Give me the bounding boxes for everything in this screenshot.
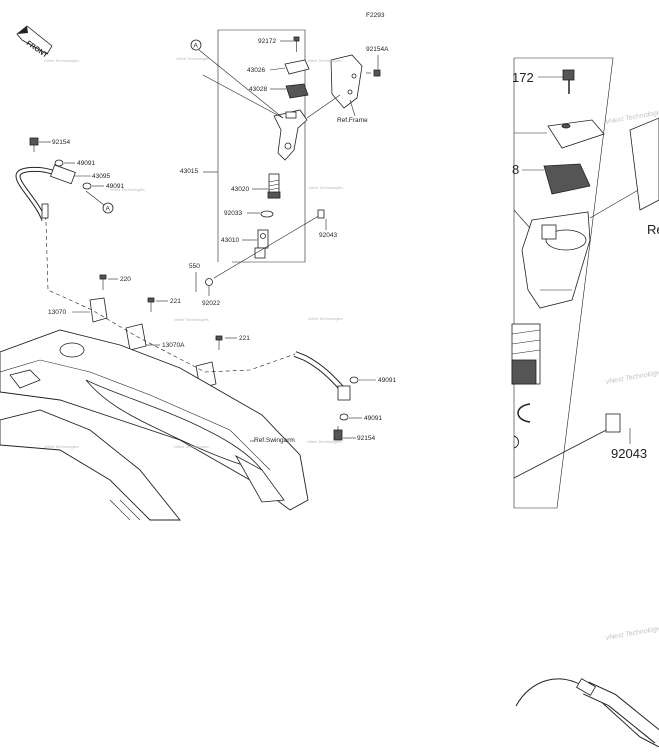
ref-frame-label: Ref.Frame bbox=[337, 117, 368, 124]
bolt-92154A bbox=[366, 69, 381, 77]
watermark-5: vNext Technologies bbox=[308, 185, 343, 190]
callout-221-b: 221 bbox=[239, 335, 250, 342]
watermark-1: vNext Technologies bbox=[44, 58, 79, 63]
swingarm bbox=[0, 329, 309, 521]
callout-43026: 43026 bbox=[247, 67, 265, 74]
figure-code: F2293 bbox=[366, 12, 385, 19]
zoom-brake-hose bbox=[515, 678, 659, 748]
hose-guide-13070 bbox=[89, 297, 108, 323]
callout-13070A-a: 13070A bbox=[162, 342, 185, 349]
pin-92043 bbox=[213, 209, 325, 279]
callout-43010: 43010 bbox=[221, 237, 239, 244]
callout-43095: 43095 bbox=[92, 173, 110, 180]
watermark-10: vNext Technologies bbox=[307, 439, 342, 444]
reservoir-cap-43026 bbox=[284, 59, 310, 75]
rear-brake-hose bbox=[293, 351, 351, 401]
washer-49091-b bbox=[82, 182, 92, 190]
ref-circle-a-bottom bbox=[102, 202, 114, 214]
callout-92022: 92022 bbox=[202, 300, 220, 307]
washer-49091-d bbox=[339, 413, 349, 421]
callout-49091-d: 49091 bbox=[364, 415, 382, 422]
bolt-221-b bbox=[215, 335, 223, 350]
zoom-master-cylinder bbox=[521, 211, 591, 309]
callout-220: 220 bbox=[120, 276, 131, 283]
callout-92154-top: 92154 bbox=[52, 139, 70, 146]
callout-43020: 43020 bbox=[231, 186, 249, 193]
master-cylinder-body bbox=[273, 109, 308, 161]
zoom-watermark-2: vNext Technologies bbox=[605, 368, 659, 386]
circlip-92033 bbox=[260, 210, 274, 218]
ref-circle-a-top bbox=[190, 39, 202, 51]
zoom-diaphragm bbox=[543, 163, 591, 195]
callout-13070: 13070 bbox=[48, 309, 66, 316]
zoom-frame-bracket-partial bbox=[629, 117, 659, 211]
zoom-callout-172: 172 bbox=[512, 70, 534, 85]
watermark-8: vNext Technologies bbox=[44, 444, 79, 449]
zoom-callout-8: 8 bbox=[512, 162, 519, 177]
bolt-92154-bottom bbox=[333, 426, 343, 441]
zoom-reservoir-cap bbox=[547, 119, 605, 149]
circle-a-label-top: A bbox=[194, 43, 199, 50]
hose-route-line bbox=[45, 221, 296, 373]
bolt-220 bbox=[99, 274, 107, 290]
callout-92043: 92043 bbox=[319, 232, 337, 239]
zoom-bracket bbox=[514, 57, 614, 509]
spring-43020 bbox=[267, 173, 281, 199]
callout-550: 550 bbox=[189, 263, 200, 270]
watermark-4: vNext Technologies bbox=[110, 187, 145, 192]
watermark-3: vNext Technologies bbox=[307, 58, 342, 63]
zoom-circlip bbox=[517, 403, 531, 423]
watermark-6: vNext Technologies bbox=[174, 317, 209, 322]
screw-92172 bbox=[293, 36, 300, 52]
washer-49091-a bbox=[54, 159, 64, 167]
callout-49091-c: 49091 bbox=[378, 377, 396, 384]
callout-92154A: 92154A bbox=[366, 46, 389, 53]
pushrod-43010 bbox=[254, 229, 269, 259]
washer-92022 bbox=[205, 278, 213, 286]
washer-49091-c bbox=[349, 376, 359, 384]
brake-hose-43095 bbox=[15, 164, 76, 222]
watermark-2: vNext Technologies bbox=[176, 56, 211, 61]
diaphragm-43028 bbox=[285, 83, 309, 99]
bolt-221-a bbox=[147, 297, 155, 312]
callout-43028: 43028 bbox=[249, 86, 267, 93]
frame-bracket bbox=[330, 54, 363, 109]
zoom-spring bbox=[511, 323, 541, 385]
zoom-ref-label: Re bbox=[647, 222, 659, 237]
callout-43015: 43015 bbox=[180, 168, 198, 175]
circle-a-label-bottom: A bbox=[106, 206, 111, 213]
callout-49091-b: 49091 bbox=[106, 183, 124, 190]
zoom-pin-92043 bbox=[513, 413, 621, 479]
zoom-screw-92172 bbox=[562, 69, 575, 94]
assembly-bracket bbox=[218, 29, 306, 263]
callout-221-a: 221 bbox=[170, 298, 181, 305]
hose-guide-13070A-a bbox=[125, 323, 147, 351]
front-arrow-icon: FRONT bbox=[16, 25, 53, 60]
bolt-92154-top bbox=[29, 137, 39, 152]
callout-92033: 92033 bbox=[224, 210, 242, 217]
watermark-9: vNext Technologies bbox=[174, 444, 209, 449]
zoom-watermark-3: vNext Technologies bbox=[605, 624, 659, 642]
callout-92172: 92172 bbox=[258, 38, 276, 45]
callout-49091-a: 49091 bbox=[77, 160, 95, 167]
ref-swingarm-label: Ref.Swingarm bbox=[254, 437, 295, 444]
watermark-7: vNext Technologies bbox=[308, 316, 343, 321]
callout-92154-bottom: 92154 bbox=[357, 435, 375, 442]
zoom-callout-92043: 92043 bbox=[611, 446, 647, 461]
